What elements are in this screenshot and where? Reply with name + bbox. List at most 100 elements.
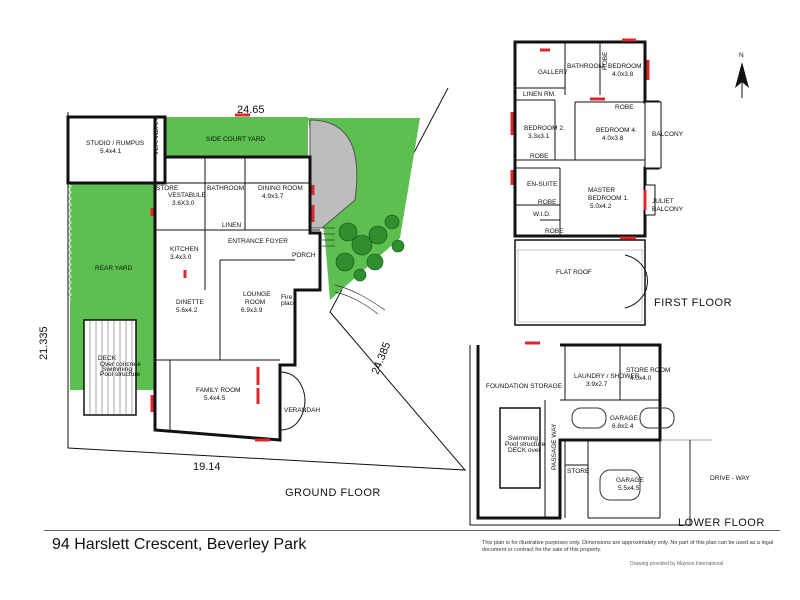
verandah-top-label: VERANDAH	[153, 119, 160, 155]
master-size: 5.0x4.2	[590, 203, 612, 210]
bedroom2-size: 3.3x3.1	[528, 133, 550, 140]
balcony-label: BALCONY	[652, 131, 684, 138]
ground-windows	[150, 113, 315, 442]
ground-floor-plan: STUDIO / RUMPUS 5.4x4.1 VERANDAH SIDE CO…	[38, 87, 467, 499]
first-floor-plan: BEDROOM 3 4.0x3.8 BATHROOM ROBE GALLERY …	[510, 38, 732, 326]
disclaimer-text: This plan is for illustrative purposes o…	[482, 540, 774, 553]
first-interior-walls	[515, 42, 645, 236]
robe-first-5: ROBE	[545, 228, 564, 235]
garage2-size: 5.5x4.5	[618, 485, 640, 492]
side-court-label: SIDE COURT YARD	[206, 136, 265, 143]
bedroom2-label: BEDROOM 2.	[524, 125, 565, 132]
verandah-bottom-label: VERANDAH	[284, 407, 320, 414]
dinette-label: DINETTE	[176, 299, 204, 306]
bathroom-first-label: BATHROOM	[567, 63, 604, 70]
rear-yard-label: REAR YARD	[95, 265, 133, 272]
laundry-label: LAUNDRY / SHOWER	[574, 373, 640, 380]
linen-first-label: LINEN RM.	[523, 91, 556, 98]
foundation-label: FOUNDATION STORAGE	[486, 383, 563, 390]
ground-main-walls	[153, 115, 322, 442]
porch-label: PORCH	[292, 252, 316, 259]
lower-interior-walls	[544, 345, 661, 519]
deck-boards	[89, 320, 133, 415]
stone-path	[309, 119, 358, 229]
bedroom4-size: 4.0x3.8	[602, 135, 624, 142]
deck-label: DECK	[98, 355, 117, 362]
dining-label: DINING ROOM	[258, 185, 303, 192]
storeroom-size: 4.0x4.0	[630, 375, 652, 382]
bathroom-label: BATHROOM	[207, 185, 244, 192]
dinette-size: 5.6x4.2	[176, 307, 198, 314]
first-floor-title: FIRST FLOOR	[654, 297, 732, 309]
gallery-label: GALLERY	[538, 69, 569, 76]
pool-label-3: DECK over	[508, 447, 541, 454]
robe-first-1: ROBE	[602, 51, 609, 70]
side-court-yard-area	[165, 117, 308, 157]
lounge-label-2: ROOM	[245, 299, 265, 306]
lounge-label: LOUNGE	[243, 291, 271, 298]
lounge-size: 6.9x3.9	[241, 307, 263, 314]
interior-walls	[155, 157, 320, 430]
fireplace-label: Fire	[281, 294, 293, 301]
driveway-label: DRIVE - WAY	[710, 475, 750, 482]
linen-label: LINEN	[222, 222, 241, 229]
lower-floor-plan: FOUNDATION STORAGE LAUNDRY / SHOWER 3.9x…	[469, 341, 765, 529]
family-size: 5.4x4.5	[204, 395, 226, 402]
steps	[322, 227, 386, 315]
garden-trees	[335, 214, 405, 282]
family-label: FAMILY ROOM	[196, 387, 241, 394]
north-label: N	[739, 52, 744, 59]
robe-first-2: ROBE	[615, 104, 634, 111]
garage1-size: 6.8x2.4	[612, 423, 634, 430]
divider-line	[44, 530, 780, 531]
dimension-right: 24.385	[370, 340, 394, 376]
kitchen-label: KITCHEN	[170, 246, 199, 253]
flat-roof-label: FLAT ROOF	[556, 269, 592, 276]
entrance-label: ENTRANCE FOYER	[228, 238, 288, 245]
drawing-credit: Drawing provided by Mayson International	[630, 561, 724, 567]
studio-walls	[66, 115, 167, 185]
bedroom3-size: 4.0x3.8	[612, 71, 634, 78]
bedroom3-label: BEDROOM 3	[608, 63, 647, 70]
north-arrow-icon	[735, 62, 749, 88]
robe-first-3: ROBE	[530, 153, 549, 160]
deck-note-3: Pool structure	[100, 371, 140, 378]
juliet-label-2: BALCONY	[652, 206, 684, 213]
dimension-left: 21.335	[38, 326, 50, 360]
flat-roof-bay	[624, 254, 648, 309]
garage-cars	[571, 407, 675, 501]
pool-label-1: Swimming	[508, 435, 538, 442]
bay-window	[279, 371, 306, 431]
store-label: STORE	[156, 185, 179, 192]
studio-size: 5.4x4.1	[100, 148, 122, 155]
wid-label: W.I.D.	[533, 211, 551, 218]
garage1-label: GARAGE	[610, 415, 638, 422]
vestabule-size: 3.6X3.0	[172, 200, 195, 207]
driveway-lines	[660, 439, 712, 520]
lower-floor-title: LOWER FLOOR	[678, 517, 765, 529]
fireplace-label-2: place	[281, 300, 297, 307]
flat-roof	[514, 239, 646, 326]
north-arrow: N	[735, 52, 749, 98]
passage-label: PASSAGE WAY	[551, 423, 558, 470]
dimension-top: 24.65	[237, 104, 265, 116]
deck-note-2: Swimming	[102, 366, 132, 373]
pool-label-2: Pool structure	[505, 441, 545, 448]
lower-main-walls	[476, 343, 662, 520]
laundry-size: 3.9x2.7	[586, 381, 608, 388]
ground-floor-title: GROUND FLOOR	[285, 487, 381, 499]
flat-roof-hatch	[515, 249, 645, 323]
master-label: MASTER	[588, 187, 615, 194]
robe-first-4: ROBE	[538, 199, 557, 206]
master-label-2: BEDROOM 1.	[588, 195, 629, 202]
deck	[83, 319, 137, 416]
first-windows	[510, 38, 650, 240]
balcony	[644, 101, 662, 169]
storeroom-label: STORE ROOM	[626, 367, 670, 374]
kitchen-size: 3.4x3.0	[170, 254, 192, 261]
bedroom4-label: BEDROOM 4.	[596, 127, 637, 134]
ensuite-label: EN-SUITE	[527, 181, 558, 188]
vestabule-label: VESTABULE	[168, 192, 206, 199]
property-address: 94 Harslett Crescent, Beverley Park	[52, 536, 307, 553]
